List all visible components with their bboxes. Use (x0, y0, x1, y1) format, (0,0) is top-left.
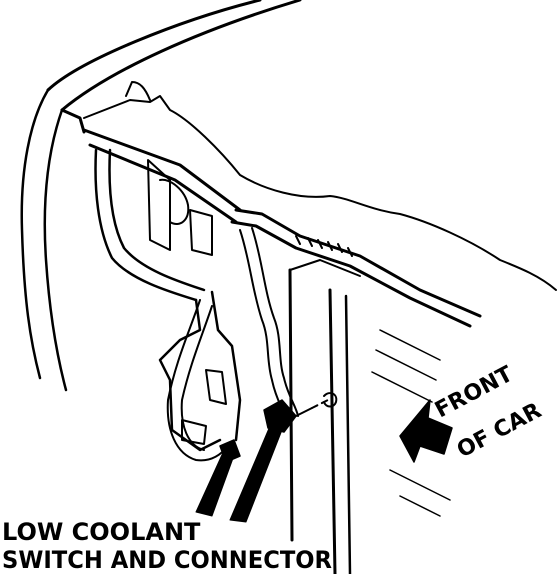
front-of-car-arrow (399, 399, 453, 463)
callout-label-line1: LOW COOLANT (2, 518, 201, 546)
callout-arrows (195, 425, 283, 523)
fender-panel (20, 0, 302, 392)
callout-label-line2: SWITCH AND CONNECTOR (2, 546, 332, 574)
hood-edge (83, 81, 557, 291)
lower-bracket (158, 290, 242, 452)
switch-callout-label: LOW COOLANT SWITCH AND CONNECTOR (2, 518, 332, 574)
radiator (288, 259, 451, 574)
front-of-car-label: FRONT OF CAR (431, 362, 546, 464)
inner-fender-structure (82, 128, 242, 302)
radiator-support (230, 208, 482, 328)
